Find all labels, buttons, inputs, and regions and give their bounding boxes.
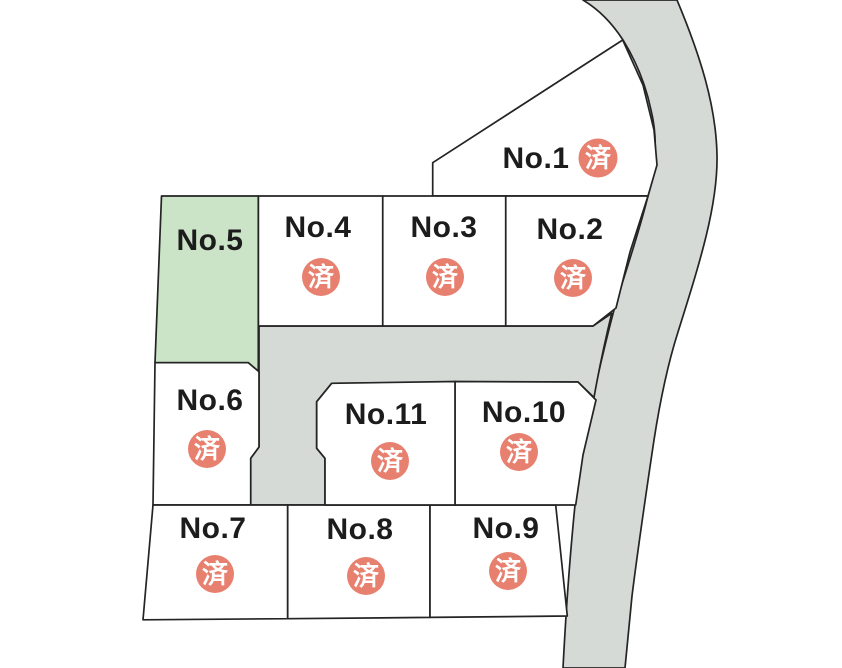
lot-no8-sold-badge: 済 — [347, 557, 385, 595]
lot-no11-label: No.11 — [345, 398, 428, 431]
lot-no5: No.5 — [154, 195, 260, 373]
lot-no7: No.7 済 — [142, 504, 289, 621]
lot-no2-sold-badge: 済 — [554, 259, 592, 297]
sold-badge-circle — [371, 442, 409, 480]
sold-badge-text: 済 — [194, 434, 221, 464]
sold-badge-circle — [196, 555, 234, 593]
sold-badge-text: 済 — [353, 561, 380, 591]
lot-no10: No.10 済 — [454, 380, 597, 506]
lot-no5-region — [154, 195, 260, 373]
lot-no10-sold-badge: 済 — [500, 433, 538, 471]
lot-no7-label: No.7 — [179, 512, 246, 545]
sold-badge-text: 済 — [202, 559, 229, 589]
lot-no3: No.3 済 — [381, 195, 507, 327]
sold-badge-text: 済 — [377, 446, 404, 476]
sold-badge-circle — [302, 258, 340, 296]
lot-no4: No.4 済 — [257, 195, 384, 327]
lot-no4-sold-badge: 済 — [302, 258, 340, 296]
sold-badge-text: 済 — [560, 263, 587, 293]
sold-badge-circle — [188, 430, 226, 468]
lot-no6: No.6 済 — [152, 361, 260, 506]
lot-no11-sold-badge: 済 — [371, 442, 409, 480]
sold-badge-circle — [578, 138, 618, 178]
sold-badge-circle — [500, 433, 538, 471]
lot-no6-label: No.6 — [176, 384, 243, 417]
lot-no6-sold-badge: 済 — [188, 430, 226, 468]
lot-no9: No.9 済 — [429, 504, 569, 619]
lot-no3-label: No.3 — [410, 211, 477, 244]
lot-no1-label: No.1 — [502, 142, 569, 175]
sold-badge-circle — [489, 552, 527, 590]
lot-no11: No.11 済 — [315, 380, 456, 506]
lot-no7-sold-badge: 済 — [196, 555, 234, 593]
sold-badge-circle — [347, 557, 385, 595]
sold-badge-circle — [426, 258, 464, 296]
sold-badge-circle — [554, 259, 592, 297]
sold-badge-text: 済 — [585, 143, 612, 173]
lot-no1-sold-badge: 済 — [578, 138, 618, 178]
lot-no10-label: No.10 — [482, 396, 566, 429]
lot-no5-label: No.5 — [176, 224, 243, 257]
lot-no2-label: No.2 — [536, 213, 603, 246]
lot-no3-sold-badge: 済 — [426, 258, 464, 296]
lot-no8: No.8 済 — [286, 504, 431, 620]
lot-no4-label: No.4 — [284, 211, 351, 244]
lot-no9-label: No.9 — [472, 512, 539, 545]
lot-no9-sold-badge: 済 — [489, 552, 527, 590]
sold-badge-text: 済 — [495, 556, 522, 586]
lot-no1: No.1 済 — [431, 39, 658, 197]
sold-badge-text: 済 — [432, 262, 459, 292]
sold-badge-text: 済 — [506, 437, 533, 467]
sold-badge-text: 済 — [308, 262, 335, 292]
lot-no8-label: No.8 — [326, 513, 393, 546]
